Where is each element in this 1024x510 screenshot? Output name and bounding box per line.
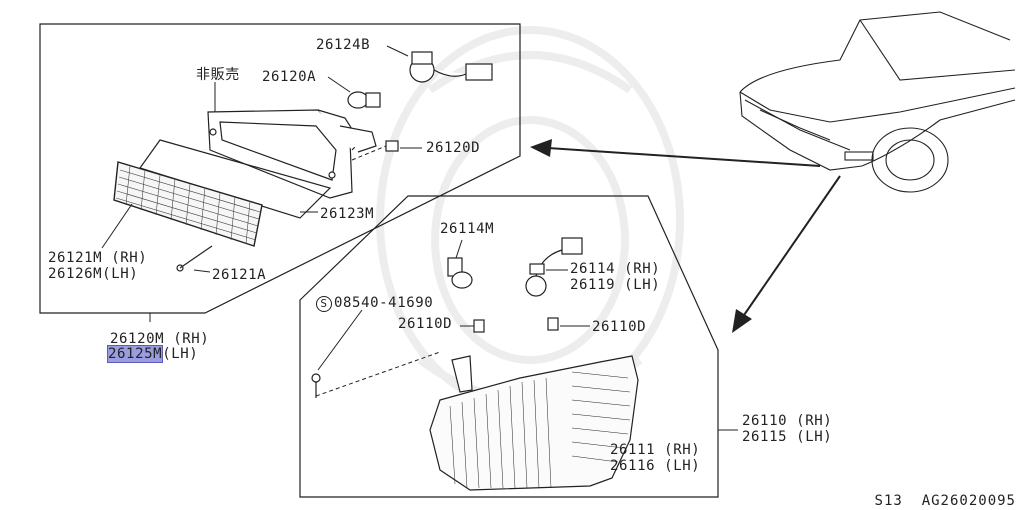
upper-screw xyxy=(176,245,213,272)
label-26110-rh: 26110 (RH) xyxy=(742,413,833,429)
label-26116-lh: 26116 (LH) xyxy=(610,458,701,474)
arrow-to-lower xyxy=(732,175,841,333)
label-26126m-lh: 26126M(LH) xyxy=(48,266,139,282)
model-code: S13 xyxy=(874,493,903,509)
label-26120d: 26120D xyxy=(426,140,481,156)
label-lh-suffix: (LH) xyxy=(162,346,199,362)
gasket xyxy=(139,139,332,219)
lower-screw xyxy=(311,373,321,398)
label-not-for-sale: 非販売 xyxy=(196,67,240,83)
lower-leaders xyxy=(317,239,601,459)
highlighted-part-26125m[interactable]: 26125M xyxy=(106,345,164,363)
single-bulb xyxy=(447,257,473,289)
upper-box-outline xyxy=(39,23,521,314)
diagram-code: AG26020095 xyxy=(921,493,1016,509)
label-26121m-rh: 26121M (RH) xyxy=(48,250,148,266)
upper-leaders xyxy=(101,45,422,273)
lower-clips xyxy=(473,317,559,333)
upper-clip xyxy=(385,140,399,152)
label-26123m: 26123M xyxy=(320,206,375,222)
lower-box-outline xyxy=(299,195,719,498)
label-26124b: 26124B xyxy=(316,37,371,53)
label-26114-rh: 26114 (RH) xyxy=(570,261,661,277)
screw-symbol-icon: S xyxy=(316,296,332,312)
wedge-bulb xyxy=(347,91,381,109)
label-26110d-right: 26110D xyxy=(592,319,647,335)
screw-part-number: 08540-41690 xyxy=(334,295,434,311)
clearance-lamp-housing xyxy=(207,109,377,199)
label-26111-rh: 26111 (RH) xyxy=(610,442,701,458)
label-26120m-rh: 26120M (RH) xyxy=(110,331,210,347)
car-illustration xyxy=(739,11,1016,193)
label-26110d-left: 26110D xyxy=(398,316,453,332)
lower-dashed-leader xyxy=(315,351,441,397)
label-26119-lh: 26119 (LH) xyxy=(570,277,661,293)
label-26114m: 26114M xyxy=(440,221,495,237)
label-26115-lh: 26115 (LH) xyxy=(742,429,833,445)
upper-dashed-leader xyxy=(351,145,387,161)
watermark xyxy=(376,26,684,414)
diagram-footer: S13 AG26020095 xyxy=(875,493,1016,509)
side-marker-lens xyxy=(429,355,639,491)
label-26121a: 26121A xyxy=(212,267,267,283)
label-26125m-lh[interactable]: 26125M(LH) xyxy=(106,345,199,363)
bulb-harness xyxy=(525,237,583,297)
upper-lens xyxy=(113,161,263,247)
label-26120a: 26120A xyxy=(262,69,317,85)
arrow-to-upper xyxy=(530,139,821,167)
bulb-socket xyxy=(409,51,493,83)
